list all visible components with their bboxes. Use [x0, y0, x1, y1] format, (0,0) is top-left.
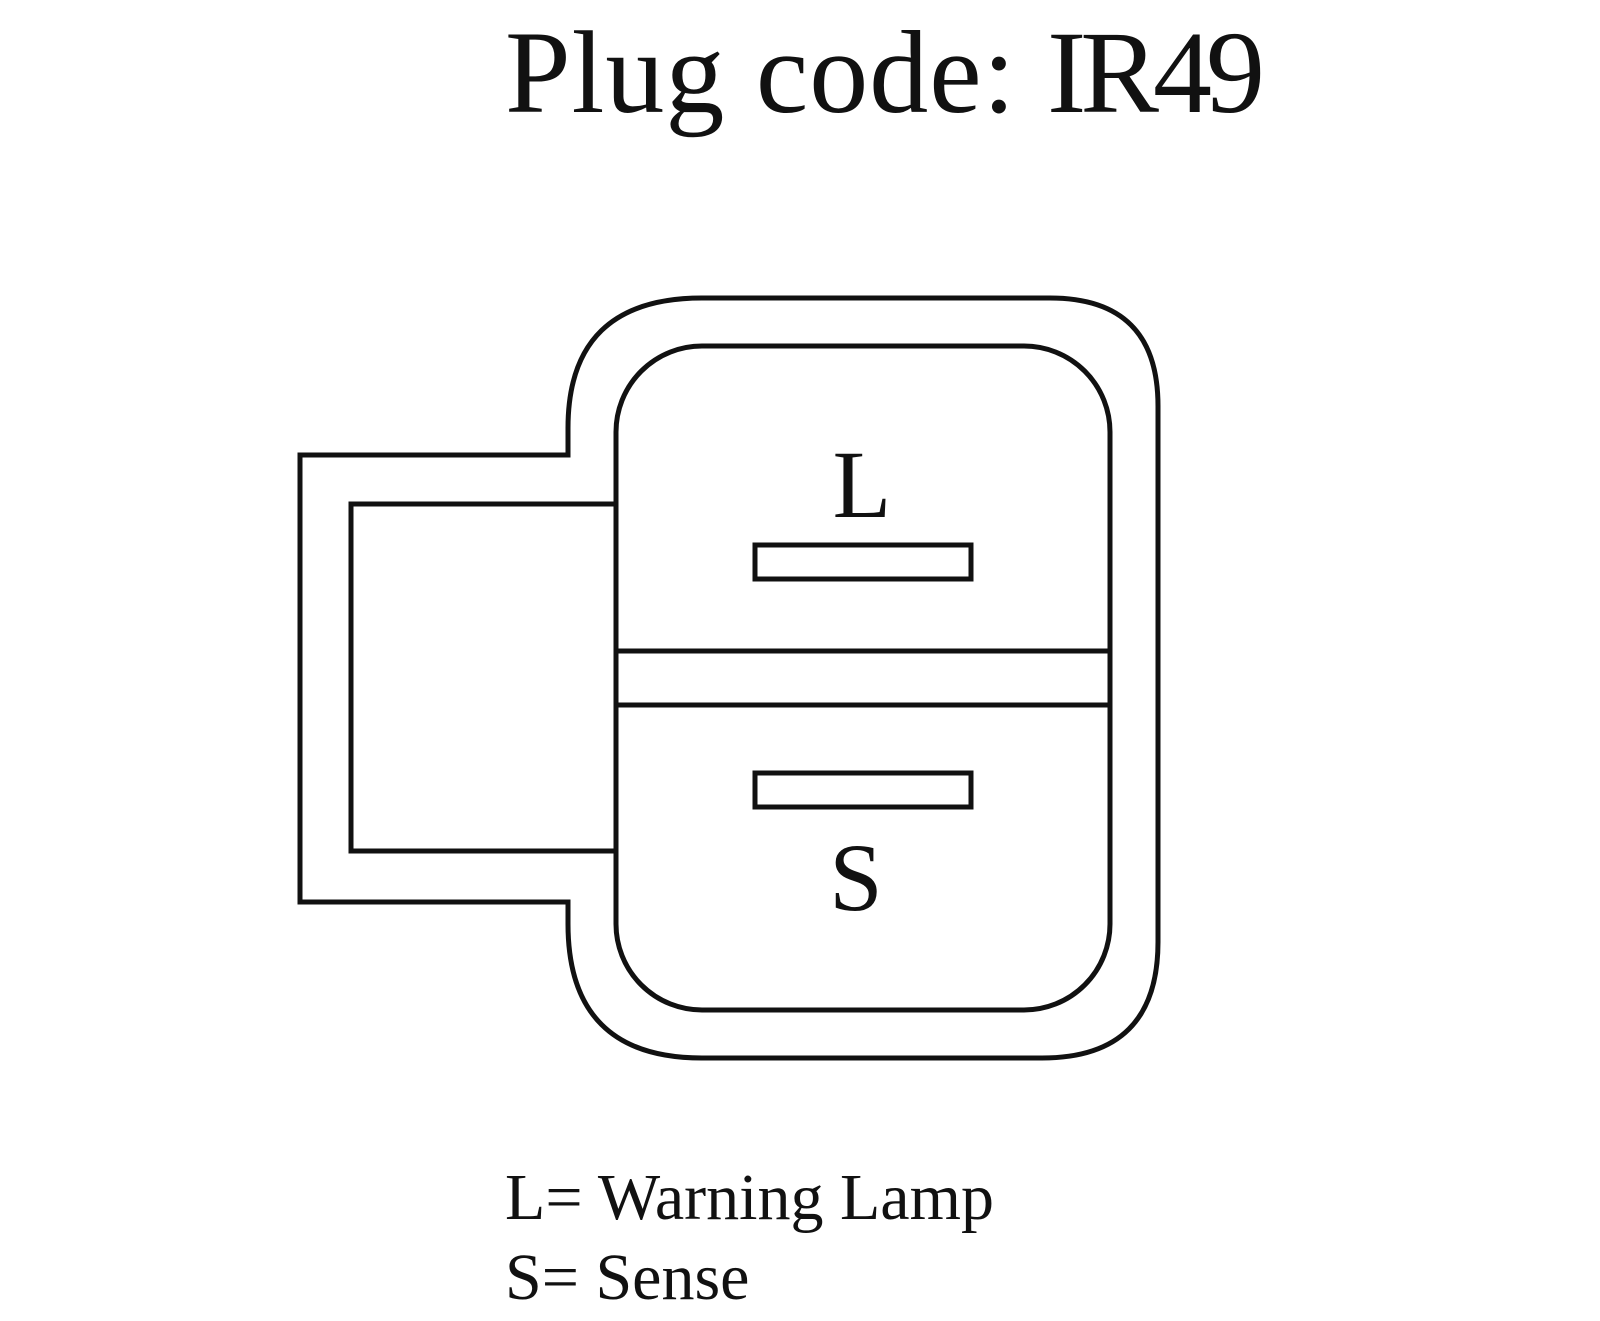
- legend-key: S: [505, 1241, 542, 1314]
- legend-meaning: Warning Lamp: [597, 1161, 994, 1234]
- plug-code-value: IR49: [1046, 7, 1265, 138]
- terminal-l-label: L: [833, 431, 892, 538]
- legend-key: L: [505, 1161, 546, 1234]
- pin-legend: L= Warning Lamp S= Sense: [505, 1158, 994, 1318]
- terminal-l-blade: [752, 542, 974, 582]
- terminal-s-label: S: [829, 824, 882, 931]
- terminal-s-blade: [752, 770, 974, 810]
- legend-equals: =: [541, 1241, 579, 1314]
- plug-code-title: Plug code: IR49: [505, 7, 1265, 138]
- legend-meaning: Sense: [595, 1241, 750, 1314]
- locking-tab-inner: [348, 501, 616, 854]
- connector-outer-housing: [297, 295, 1161, 1061]
- legend-item-l: L= Warning Lamp: [505, 1158, 994, 1238]
- connector-inner-cavity: [613, 343, 1113, 1013]
- legend-item-s: S= Sense: [505, 1238, 994, 1318]
- title-prefix: Plug code:: [505, 7, 1017, 138]
- legend-equals: =: [545, 1161, 583, 1234]
